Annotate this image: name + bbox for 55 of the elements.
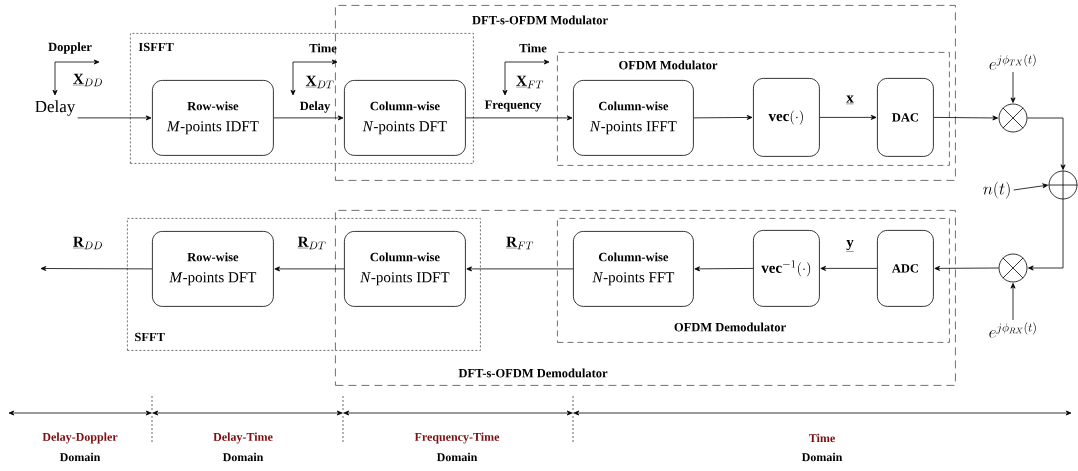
domain-label: Domain	[222, 452, 264, 462]
arrow	[694, 266, 754, 272]
arrow	[820, 265, 878, 271]
edge-label: $\underline{\mathbf{R}}_{DD}$	[71, 235, 105, 251]
arrow	[693, 114, 753, 120]
process-box: Row-wise M-points DFT	[152, 231, 274, 307]
arrow	[273, 115, 344, 121]
domain-label: Delay-Time	[213, 432, 273, 444]
signal-label: $n(t)$	[983, 181, 1010, 199]
domain-label: Time	[809, 433, 835, 443]
axis-label: Frequency	[484, 100, 542, 112]
arrow	[274, 266, 345, 272]
arrow	[1010, 283, 1016, 321]
domain-label: Frequency-Time	[414, 432, 500, 444]
process-box: $\mathbf{vec}^{-1}(\cdot)$	[753, 230, 820, 307]
arrow	[1013, 183, 1048, 191]
process-box: Row-wise M-points IDFT	[152, 80, 274, 156]
process-box: Column-wise N-points DFT	[344, 80, 466, 156]
matrix-symbol: $\underline{\mathbf{X}}_{DT}$	[305, 75, 334, 89]
axis-label: Delay	[299, 101, 331, 113]
axis-label: Doppler	[48, 42, 92, 54]
arrow	[40, 266, 153, 271]
process-box: ADC	[877, 230, 934, 307]
signal-label: $e^{j\phi_{TX}(t)}$	[989, 54, 1036, 70]
edge-label: $\underline{\mathbf{x}}$	[845, 94, 855, 106]
process-box: Column-wise N-points FFT	[573, 231, 694, 307]
matrix-symbol: $\underline{\mathbf{X}}_{FT}$	[516, 75, 544, 89]
arrow	[819, 114, 877, 120]
multiplier-symbol	[998, 253, 1028, 283]
domain-label: Domain	[436, 452, 478, 462]
arrow	[77, 115, 152, 121]
process-box: Column-wise N-points IDFT	[344, 231, 466, 307]
arrow	[1028, 199, 1064, 271]
multiplier-symbol	[998, 103, 1028, 133]
arrow	[1010, 71, 1016, 103]
domain-label: Delay-Doppler	[42, 432, 118, 444]
axis-label: Time	[519, 43, 547, 53]
matrix-symbol: $\underline{\mathbf{X}}_{DD}$	[72, 73, 102, 87]
domain-label: Domain	[801, 452, 843, 462]
domain-label: Domain	[59, 452, 101, 462]
process-box: Column-wise N-points IFFT	[573, 80, 694, 156]
signal-label: $e^{j\phi_{RX}(t)}$	[989, 322, 1036, 338]
arrow	[465, 115, 573, 121]
arrow	[1027, 117, 1066, 170]
adder-symbol	[1048, 170, 1078, 200]
arrow	[466, 266, 574, 272]
process-box: DAC	[877, 78, 934, 157]
process-box: $\mathbf{vec}(\cdot)$	[753, 78, 820, 157]
arrow	[934, 265, 999, 271]
arrow	[933, 115, 998, 121]
edge-label: $\underline{\mathbf{R}}_{DT}$	[296, 235, 328, 251]
edge-label: $\underline{\mathbf{y}}$	[845, 238, 855, 254]
signal-label: Delay	[35, 100, 76, 116]
edge-label: $\underline{\mathbf{R}}_{FT}$	[505, 235, 535, 251]
axis-label: Time	[309, 43, 337, 53]
